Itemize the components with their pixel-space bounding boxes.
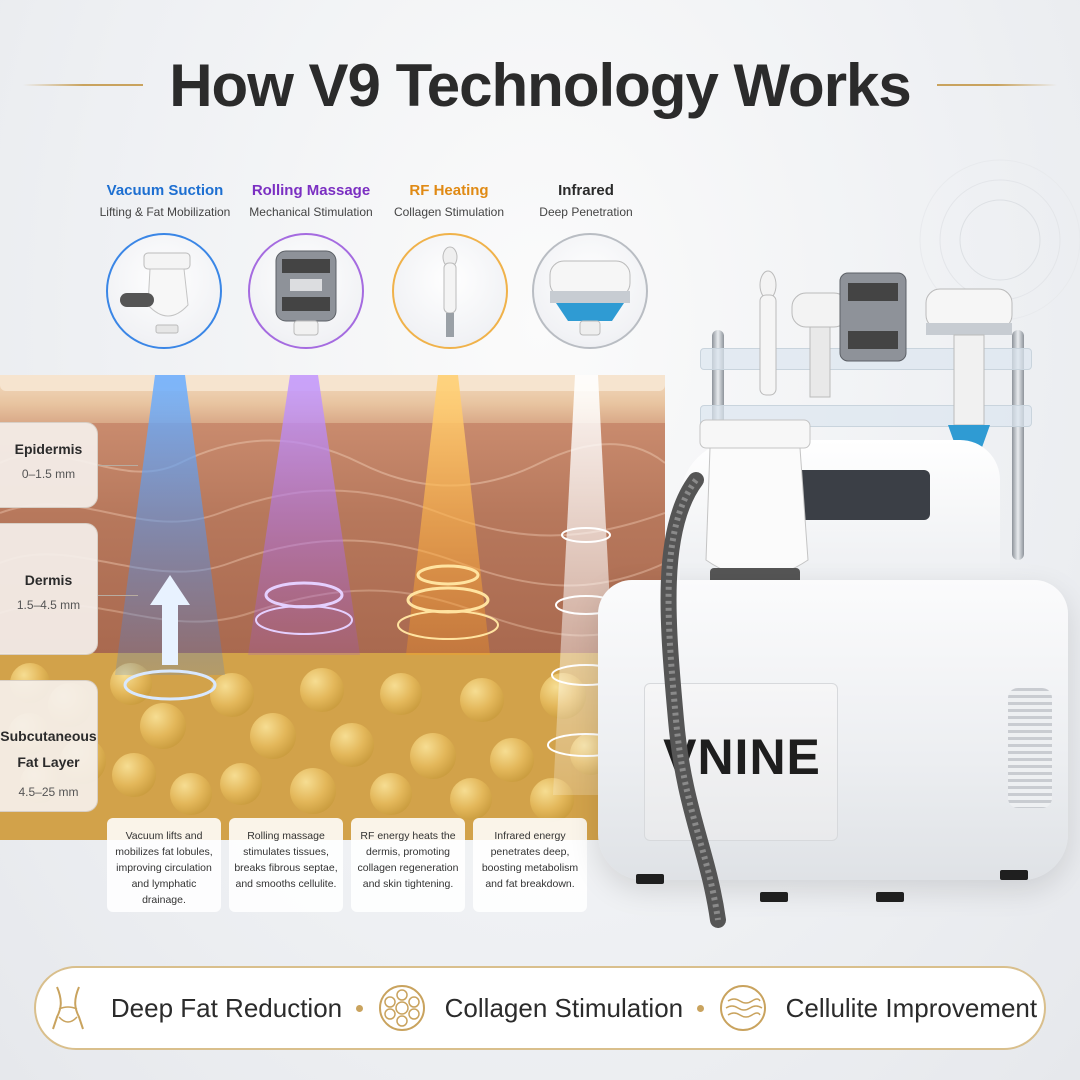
rf-handpiece-circle (392, 233, 508, 349)
collagen-icon (378, 985, 425, 1031)
benefit-separator (355, 1004, 363, 1012)
layer-label-dermis: Dermis 1.5–4.5 mm (0, 523, 98, 655)
handpiece-cable (660, 472, 726, 928)
tech-rolling: Rolling Massage Mechanical Stimulation (236, 182, 386, 219)
benefit-label: Cellulite Improvement (785, 992, 1038, 1023)
benefits-bar: Deep Fat Reduction Collagen Stimulation … (34, 966, 1046, 1050)
title-divider-left (23, 84, 144, 86)
benefit-label: Collagen Stimulation (444, 992, 684, 1023)
infrared-handpiece-icon (549, 260, 631, 336)
desc-infrared: Infrared energy penetrates deep, boostin… (473, 818, 587, 912)
wave-texture-icon (719, 985, 766, 1031)
layer-depth: 1.5–4.5 mm (16, 598, 81, 612)
tech-subtitle: Lifting & Fat Mobilization (99, 205, 231, 219)
tech-subtitle: Mechanical Stimulation (249, 205, 373, 219)
desc-vacuum: Vacuum lifts and mobilizes fat lobules, … (107, 818, 221, 912)
tech-name: RF Heating (409, 182, 489, 199)
machine-foot (876, 892, 904, 902)
skin-cross-section (0, 375, 665, 840)
benefit-label: Deep Fat Reduction (110, 992, 343, 1023)
desc-rf: RF energy heats the dermis, promoting co… (351, 818, 465, 912)
tech-vacuum: Vacuum Suction Lifting & Fat Mobilizatio… (90, 182, 240, 219)
tech-name: Vacuum Suction (106, 182, 224, 199)
benefit-cellulite: Cellulite Improvement (718, 983, 1037, 1033)
benefit-separator (696, 1004, 704, 1012)
layer-divider (98, 465, 138, 466)
side-vent (1008, 688, 1052, 808)
tech-subtitle: Collagen Stimulation (393, 205, 505, 219)
layer-depth: 4.5–25 mm (18, 785, 79, 799)
benefit-fat-reduction: Deep Fat Reduction (43, 983, 342, 1033)
header: How V9 Technology Works (0, 40, 1080, 130)
rf-probe-icon (442, 246, 458, 337)
layer-label-fat: Subcutaneous Fat Layer 4.5–25 mm (0, 680, 98, 812)
machine-foot (636, 874, 664, 884)
layer-divider (98, 595, 138, 596)
tech-name: Rolling Massage (251, 182, 371, 199)
tech-rf: RF Heating Collagen Stimulation (374, 182, 524, 219)
vacuum-handpiece-icon (120, 252, 191, 334)
energy-beams (115, 375, 625, 795)
tech-subtitle: Deep Penetration (539, 205, 633, 219)
infrared-handpiece-circle (532, 233, 648, 349)
layer-name: Epidermis (14, 441, 83, 457)
benefit-collagen: Collagen Stimulation (377, 983, 683, 1033)
mounted-handpieces-icon (759, 270, 1013, 453)
rolling-handpiece-circle (248, 233, 364, 349)
tech-infrared: Infrared Deep Penetration (511, 182, 661, 219)
title-divider-right (936, 84, 1057, 86)
layer-label-epidermis: Epidermis 0–1.5 mm (0, 422, 98, 508)
desc-rolling: Rolling massage stimulates tissues, brea… (229, 818, 343, 912)
tech-name: Infrared (558, 182, 614, 199)
waist-icon (51, 986, 84, 1030)
roller-handpiece-icon (275, 250, 337, 336)
machine-foot (760, 892, 788, 902)
layer-name: Subcutaneous Fat Layer (0, 728, 97, 770)
holder-pole-right (1012, 330, 1024, 560)
page-title: How V9 Technology Works (169, 51, 912, 119)
vacuum-handpiece-circle (106, 233, 222, 349)
machine-foot (1000, 870, 1028, 880)
fat-layer (0, 653, 665, 840)
machine-screen (790, 470, 930, 520)
layer-depth: 0–1.5 mm (21, 467, 76, 481)
layer-name: Dermis (24, 572, 73, 588)
